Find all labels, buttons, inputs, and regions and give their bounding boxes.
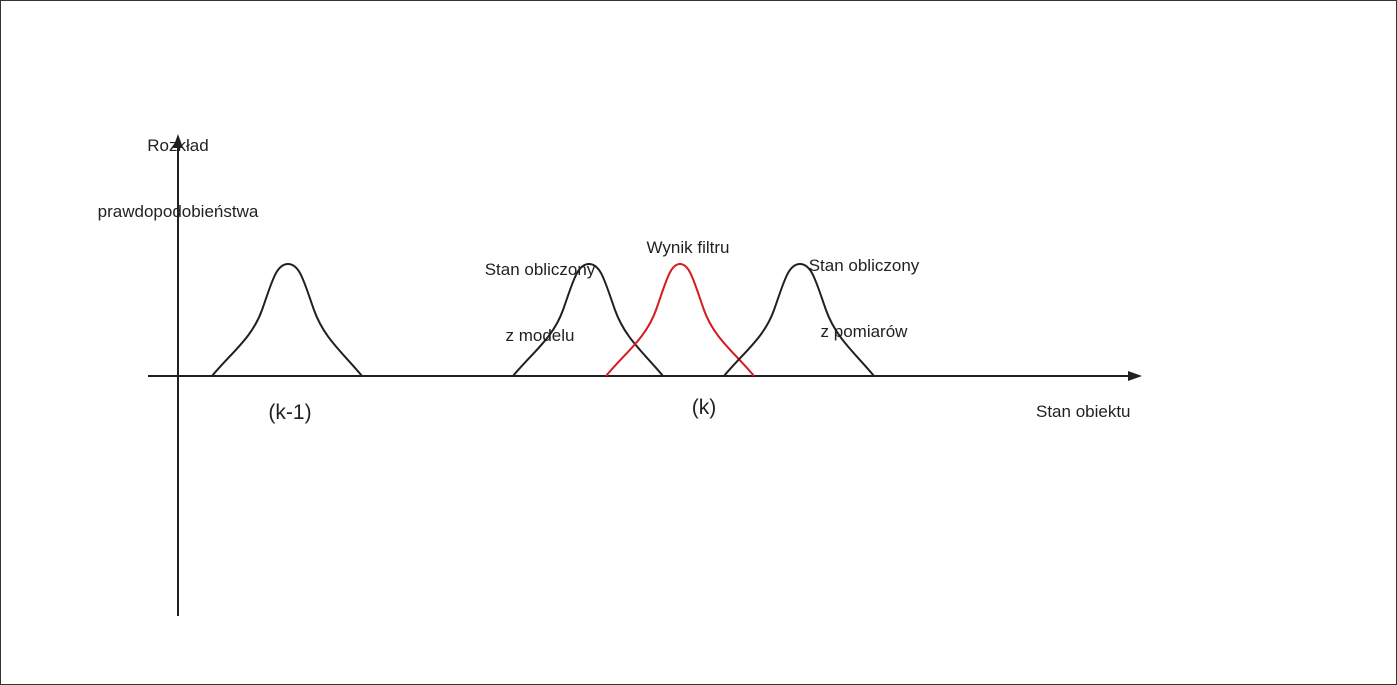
measurement-curve-label: Stan obliczony z pomiarów xyxy=(784,211,944,365)
curve-measurement xyxy=(723,262,875,377)
curve-model xyxy=(512,262,664,377)
curve-filter-result xyxy=(605,262,755,377)
measurement-curve-label-line1: Stan obliczony xyxy=(808,256,920,275)
model-curve-label-line1: Stan obliczony xyxy=(484,260,596,279)
model-curve-label: Stan obliczony z modelu xyxy=(460,215,620,369)
x-axis-label: Stan obiektu xyxy=(1036,402,1131,421)
step-label-current: (k) xyxy=(691,396,717,419)
filter-curve-label: Wynik filtru xyxy=(646,238,730,257)
y-axis-label-line2: prawdopodobieństwa xyxy=(97,202,259,221)
y-axis-label-line1: Rozkład xyxy=(147,136,209,155)
curve-prev-step xyxy=(211,262,363,377)
x-axis-arrowhead xyxy=(1128,371,1142,381)
measurement-curve-label-line2: z pomiarów xyxy=(820,322,908,341)
y-axis-arrowhead xyxy=(173,134,183,148)
y-axis-label: Rozkład prawdopodobieństwa xyxy=(88,91,268,245)
model-curve-label-line2: z modelu xyxy=(505,326,575,345)
step-label-prev: (k-1) xyxy=(268,401,312,424)
